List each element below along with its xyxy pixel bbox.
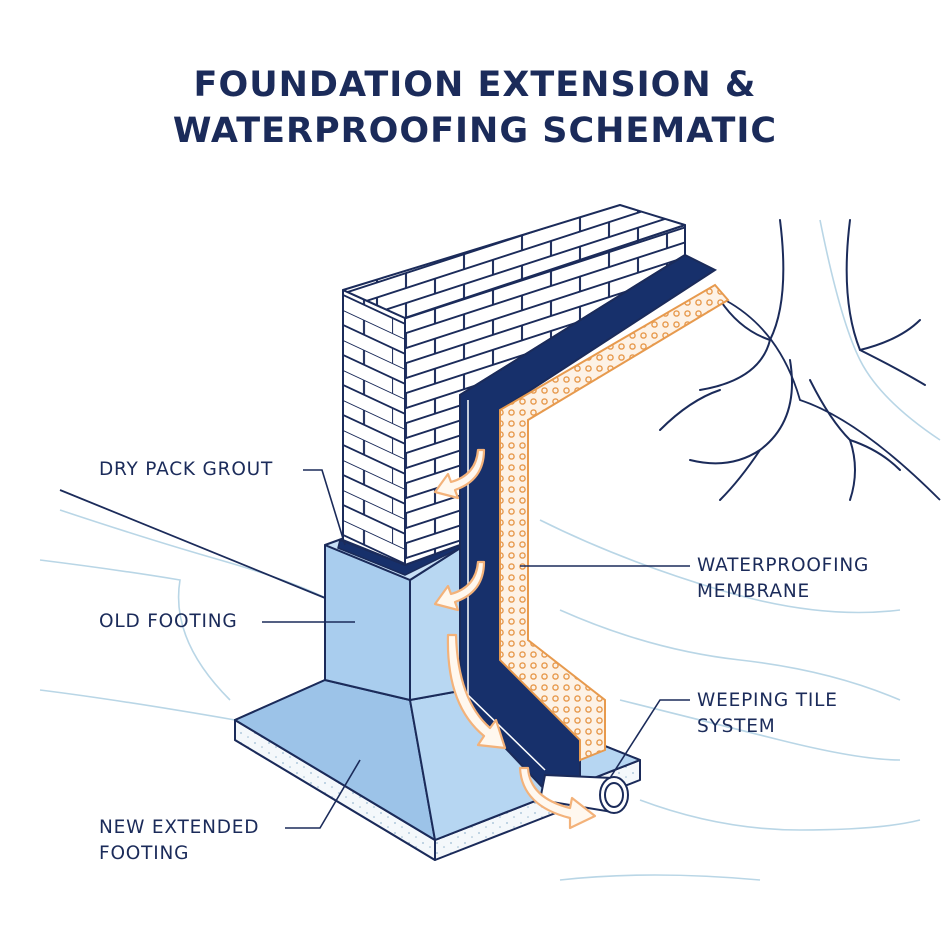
ground-line — [59, 489, 331, 601]
label-new-footing-line-2: FOOTING — [99, 843, 190, 864]
label-membrane-line-1: WATERPROOFING — [697, 555, 870, 576]
label-new-footing-line-1: NEW EXTENDED — [99, 817, 260, 838]
label-membrane-line-2: MEMBRANE — [697, 581, 810, 602]
water-flow-arrows — [433, 448, 597, 830]
soil-lines — [39, 219, 941, 881]
label-dry-pack-grout: DRY PACK GROUT — [99, 459, 274, 480]
ground-surface — [724, 299, 941, 501]
title-line-2: WATERPROOFING SCHEMATIC — [172, 111, 778, 151]
drainage-mat — [499, 283, 730, 762]
leader-weeping-tile — [609, 699, 690, 779]
label-weeping-tile-line-2: SYSTEM — [697, 716, 776, 737]
leader-new-footing — [285, 759, 361, 829]
label-weeping-tile-line-1: WEEPING TILE — [697, 690, 838, 711]
leader-lines — [262, 469, 690, 829]
leader-dry-pack-grout — [303, 469, 346, 546]
tree-roots — [659, 219, 926, 501]
brick-wall — [342, 204, 686, 566]
title-line-1: FOUNDATION EXTENSION & — [193, 65, 757, 105]
weeping-tile-pipe — [538, 773, 629, 814]
label-old-footing: OLD FOOTING — [99, 611, 238, 632]
